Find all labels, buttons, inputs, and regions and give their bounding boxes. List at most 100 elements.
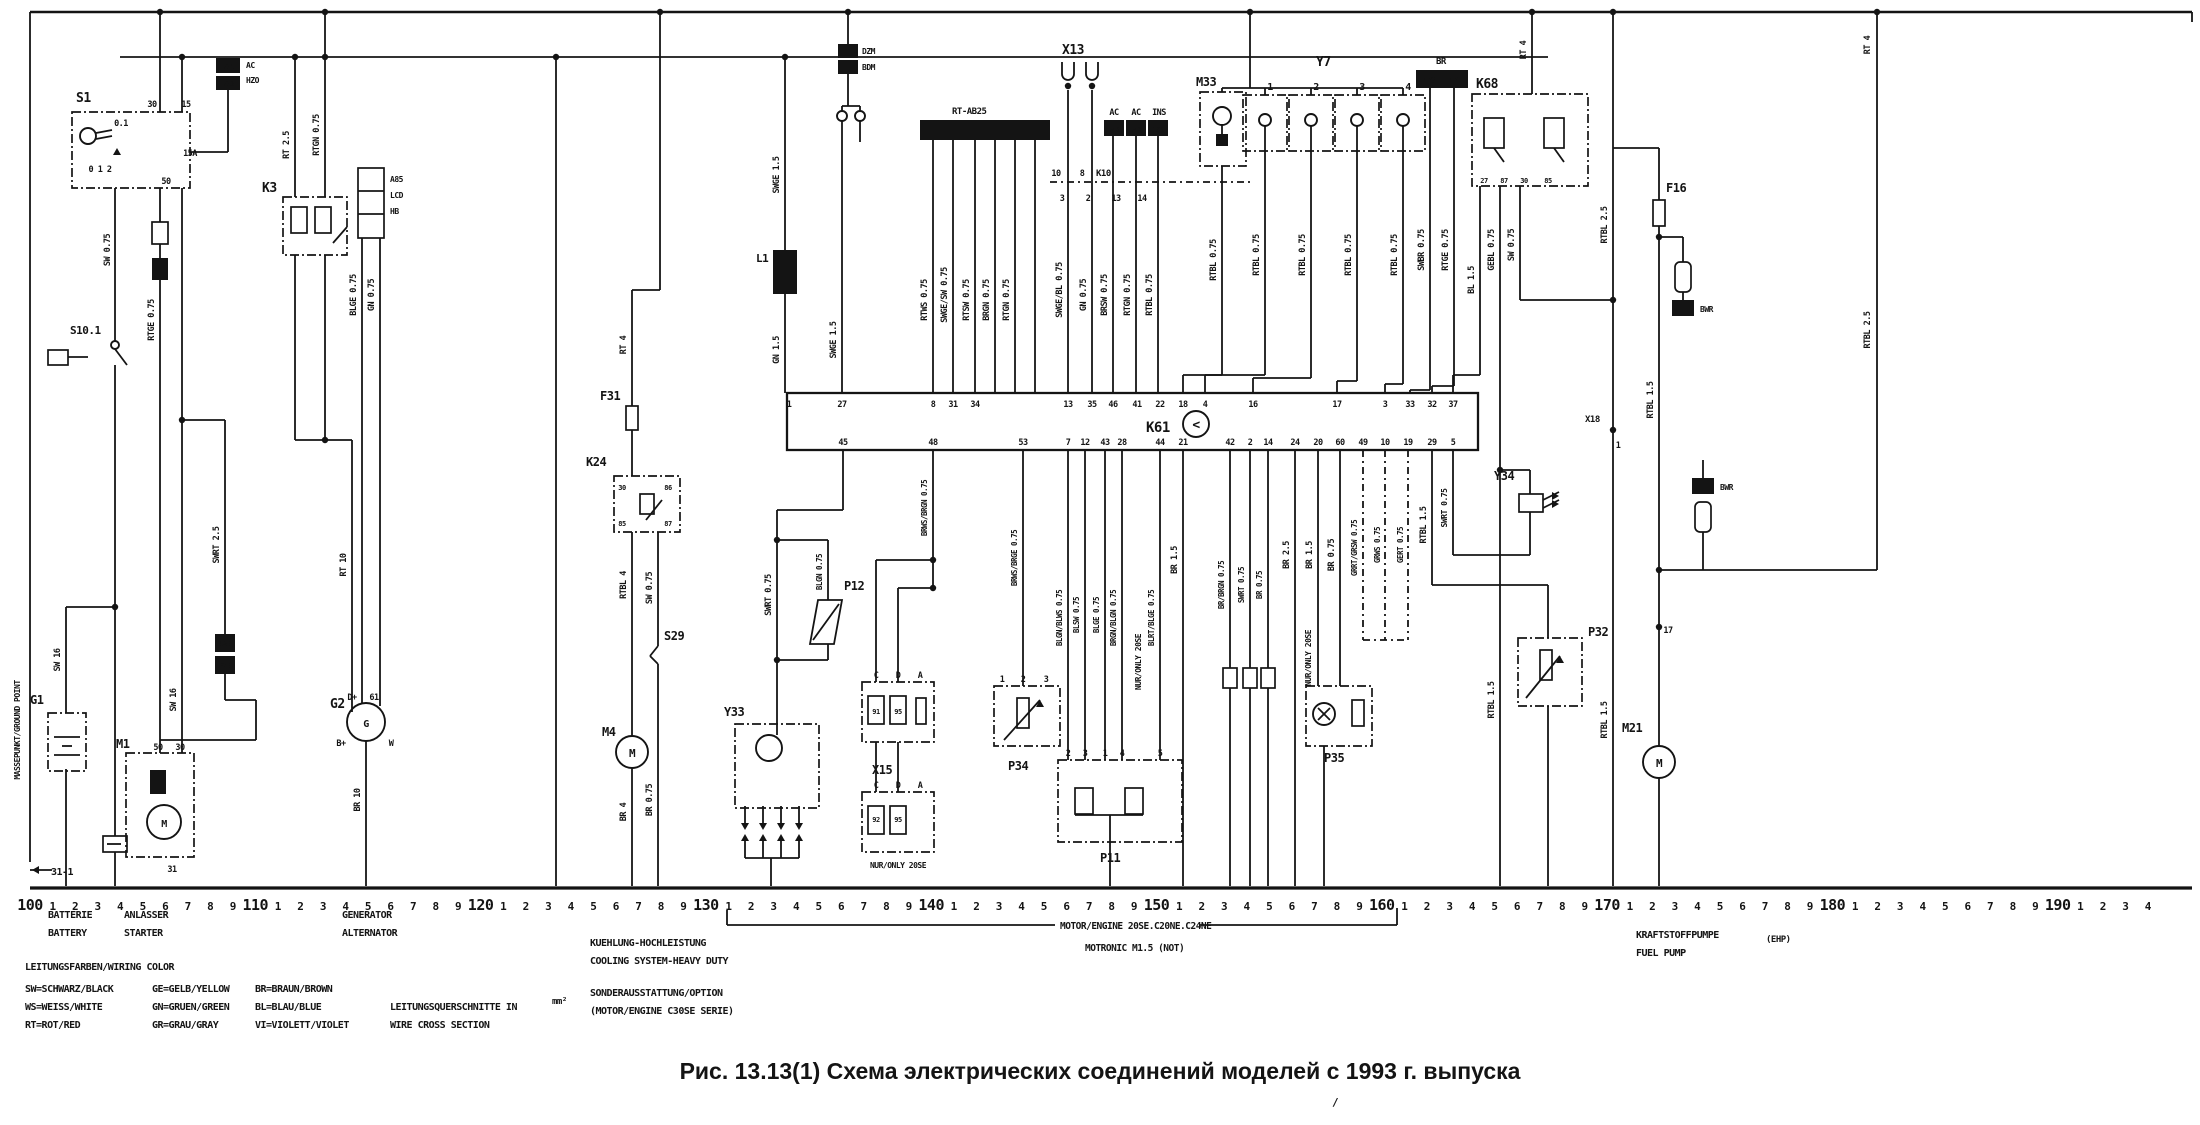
diagram-text: GR=GRAU/GRAY xyxy=(152,1020,219,1031)
diagram-text: SWRT 0.75 xyxy=(1440,488,1449,528)
diagram-text: 87 xyxy=(1500,177,1508,185)
ruler-number: 5 xyxy=(1717,900,1723,913)
ruler-number: 3 xyxy=(770,900,776,913)
component-box xyxy=(282,196,348,256)
diagram-text: NUR/ONLY 20SE xyxy=(870,861,927,870)
diagram-text: 95 xyxy=(894,708,902,716)
ruler-number: 170 xyxy=(1594,896,1620,914)
ruler-number: 2 xyxy=(1649,900,1655,913)
ruler-number: 7 xyxy=(1987,900,1993,913)
diagram-text: 87 xyxy=(664,520,672,528)
arrowhead xyxy=(1552,492,1559,500)
diagram-text: SWGE 1.5 xyxy=(772,156,782,193)
ruler-number: 2 xyxy=(1198,900,1204,913)
component-box xyxy=(1674,261,1692,293)
junction-dot xyxy=(291,53,299,61)
ruler-number: 1 xyxy=(500,900,507,913)
diagram-text: GERT 0.75 xyxy=(1396,527,1405,563)
diagram-text: SW 0.75 xyxy=(645,571,655,604)
ruler-number: 2 xyxy=(523,900,529,913)
diagram-text: GN=GRUEN/GREEN xyxy=(152,1002,230,1013)
ruler-number: 110 xyxy=(243,896,269,914)
diagram-text: ALTERNATOR xyxy=(342,928,399,939)
diagram-text: 86 xyxy=(664,484,672,492)
diagram-text: 3 xyxy=(1044,675,1049,685)
diagram-text: 1 xyxy=(1616,441,1621,451)
diagram-text: RT-AB25 xyxy=(952,107,987,117)
ruler-number: 5 xyxy=(1942,900,1948,913)
ruler-number: 6 xyxy=(1514,900,1521,913)
wire xyxy=(1542,499,1560,509)
component-box xyxy=(1694,501,1712,533)
component-box xyxy=(1222,667,1238,689)
ruler-number: 8 xyxy=(1108,900,1114,913)
diagram-text: Y33 xyxy=(724,705,744,719)
component-circle xyxy=(1304,113,1318,127)
diagram-text: AC xyxy=(246,61,255,70)
diagram-text: K10 xyxy=(1096,169,1111,179)
ruler-number: 7 xyxy=(1536,900,1542,913)
diagram-text: BR 0.75 xyxy=(1255,571,1264,599)
k61-pin-number: 37 xyxy=(1448,400,1458,410)
junction-dot xyxy=(552,53,560,61)
diagram-text: GN 1.5 xyxy=(772,336,782,364)
diagram-text: RT 4 xyxy=(619,335,629,354)
wire xyxy=(812,603,840,641)
diagram-text: LEITUNGSQUERSCHNITTE IN xyxy=(390,1002,517,1013)
component-box xyxy=(861,681,935,743)
ruler-number: 1 xyxy=(49,900,56,913)
component-circle xyxy=(836,110,848,122)
component-box xyxy=(152,258,168,280)
diagram-text: 5 xyxy=(1158,749,1163,759)
diagram-text: 2 xyxy=(1313,82,1319,93)
ruler-number: 5 xyxy=(365,900,371,913)
diagram-text: 30 xyxy=(1520,177,1528,185)
diagram-text: 1 xyxy=(1267,82,1273,93)
ruler-number: 1 xyxy=(1627,900,1634,913)
k61-pin-number: 14 xyxy=(1263,438,1273,448)
component-box xyxy=(1518,493,1544,513)
diagram-text: 3 xyxy=(1359,82,1365,93)
junction-dot xyxy=(844,8,852,16)
diagram-text: M xyxy=(161,819,167,830)
arrowhead xyxy=(113,148,121,155)
wire xyxy=(1525,655,1561,699)
component-box xyxy=(915,697,927,725)
diagram-text: AC xyxy=(1109,108,1119,118)
diagram-text: W xyxy=(389,739,395,749)
ruler-number: 8 xyxy=(1559,900,1565,913)
diagram-text: 2 xyxy=(1066,749,1071,759)
ruler-number: 3 xyxy=(1672,900,1678,913)
ruler-number: 3 xyxy=(996,900,1002,913)
diagram-text: 61 xyxy=(369,693,379,703)
ruler-number: 6 xyxy=(613,900,620,913)
diagram-text: DZM xyxy=(862,47,876,56)
diagram-text: LCD xyxy=(390,191,404,200)
k61-pin-number: 48 xyxy=(928,438,938,448)
k61-pin-number: 33 xyxy=(1405,400,1415,410)
ruler-number: 4 xyxy=(1244,900,1251,913)
diagram-text: RTGN 0.75 xyxy=(312,114,322,156)
component-box xyxy=(613,475,681,533)
diagram-text: BR 0.75 xyxy=(645,783,655,816)
diagram-text: MASSEPUNKT/GROUND POINT xyxy=(13,680,22,780)
junction-dot xyxy=(773,536,781,544)
component-circle xyxy=(346,702,386,742)
diagram-text: RT 10 xyxy=(339,553,349,576)
k61-pin-number: 19 xyxy=(1403,438,1413,448)
diagram-text: P11 xyxy=(1100,851,1120,865)
k61-pin-number: 27 xyxy=(837,400,847,410)
diagram-text: BR=BRAUN/BROWN xyxy=(255,984,333,995)
diagram-text: B+ xyxy=(336,739,346,749)
diagram-text: BL=BLAU/BLUE xyxy=(255,1002,322,1013)
ruler-number: 8 xyxy=(207,900,213,913)
diagram-text: BWR xyxy=(1720,483,1734,492)
diagram-text: 13 xyxy=(1111,194,1121,204)
diagram-text: SWBR 0.75 xyxy=(1417,229,1427,271)
k61-pin-number: 28 xyxy=(1117,438,1127,448)
ruler-number: 2 xyxy=(297,900,303,913)
diagram-text: HB xyxy=(390,207,399,216)
ruler-number: 3 xyxy=(1221,900,1227,913)
arrowhead xyxy=(741,834,749,841)
